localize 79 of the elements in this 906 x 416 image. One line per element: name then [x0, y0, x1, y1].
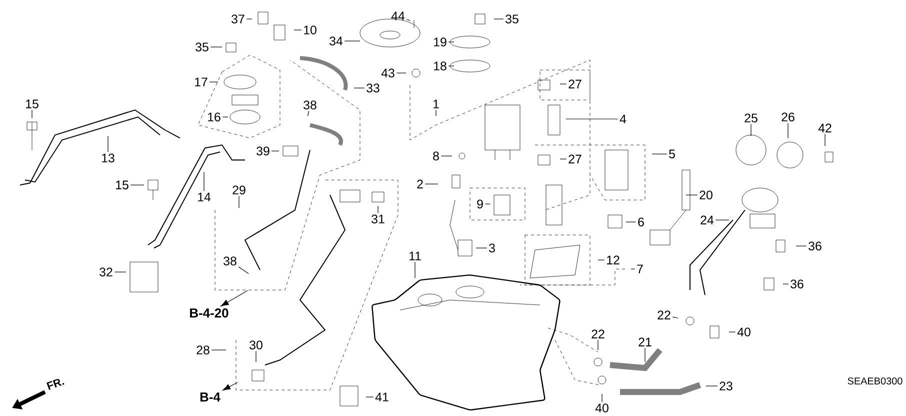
arrow — [222, 382, 238, 390]
callout-number: 2 — [417, 180, 423, 188]
leader-line — [396, 72, 406, 74]
callout-number: 37 — [232, 14, 244, 24]
callout-number: 24 — [700, 216, 714, 224]
callout-number: 38 — [224, 256, 236, 266]
callout-number: 27 — [568, 80, 582, 88]
callout-number: 20 — [700, 190, 712, 200]
callout-number: 15 — [26, 100, 38, 108]
callout-number: 30 — [250, 340, 262, 350]
callout-number: 9 — [477, 200, 483, 208]
callout-number: 12 — [607, 256, 620, 264]
callout-number: 11 — [410, 252, 421, 260]
callout-number: 39 — [256, 146, 270, 156]
callout-number: 21 — [638, 338, 652, 346]
leader-line — [344, 40, 360, 42]
leader-line — [366, 396, 374, 398]
callout-number: 17 — [195, 78, 208, 86]
callout-number: 1 — [434, 100, 439, 108]
leader-line — [414, 262, 416, 278]
callout-number: 33 — [366, 84, 380, 92]
callout-number: 35 — [506, 14, 518, 24]
leader-line — [630, 268, 636, 270]
callout-number: 19 — [434, 38, 446, 46]
callout-number: 13 — [102, 154, 114, 162]
callout-number: 16 — [208, 112, 220, 122]
leader-line — [238, 266, 249, 274]
section-reference: B-4-20 — [190, 308, 228, 318]
callout-number: 18 — [434, 62, 446, 70]
callout-number: 31 — [372, 214, 384, 224]
callout-number: 10 — [304, 26, 316, 34]
callout-number: 32 — [100, 268, 112, 276]
callout-number: 38 — [304, 100, 316, 110]
leader-line — [210, 46, 222, 48]
leader-line — [824, 134, 826, 146]
leader-line — [308, 110, 310, 116]
callout-number: 4 — [620, 114, 626, 124]
callout-number: 36 — [808, 242, 822, 250]
callout-number: 22 — [592, 330, 604, 338]
callout-number: 14 — [198, 192, 211, 202]
callout-number: 40 — [737, 328, 750, 336]
leader-line — [246, 18, 252, 20]
callout-number: 34 — [330, 36, 343, 46]
callout-number: 43 — [381, 68, 394, 78]
leader-line — [566, 118, 618, 120]
callout-number: 15 — [116, 180, 128, 190]
callout-number: 6 — [638, 218, 644, 226]
callout-number: 26 — [782, 112, 794, 122]
callout-number: 42 — [818, 124, 832, 132]
reference-code: SEAEB0300 — [848, 377, 902, 385]
callout-number: 36 — [790, 280, 804, 288]
leader-line — [222, 116, 228, 118]
leader-line — [686, 194, 698, 196]
callout-number: 35 — [196, 42, 208, 52]
leader-line — [271, 150, 280, 152]
callout-number: 22 — [658, 310, 670, 320]
leader-line — [560, 158, 567, 160]
leader-line — [238, 196, 240, 208]
leader-line — [494, 18, 504, 20]
section-reference: B-4 — [200, 392, 220, 402]
callout-number: 7 — [637, 264, 643, 274]
callout-number: 29 — [232, 186, 246, 194]
callout-number: 5 — [669, 150, 675, 158]
leader-line — [672, 316, 678, 318]
leader-line — [644, 348, 646, 362]
callout-number: 27 — [568, 154, 582, 164]
callout-number: 8 — [433, 152, 439, 160]
callout-number: 28 — [196, 346, 210, 354]
callout-number: 44 — [391, 12, 405, 20]
callout-number: 3 — [489, 244, 495, 252]
callout-number: 25 — [744, 114, 758, 122]
arrow — [220, 290, 248, 306]
leader-line — [406, 18, 411, 21]
callout-number: 23 — [720, 382, 732, 390]
leader-line — [130, 184, 144, 186]
callout-number: 40 — [595, 404, 608, 412]
leader-line — [750, 124, 752, 136]
direction-label: FR. — [46, 378, 64, 390]
callout-number: 41 — [375, 392, 388, 402]
